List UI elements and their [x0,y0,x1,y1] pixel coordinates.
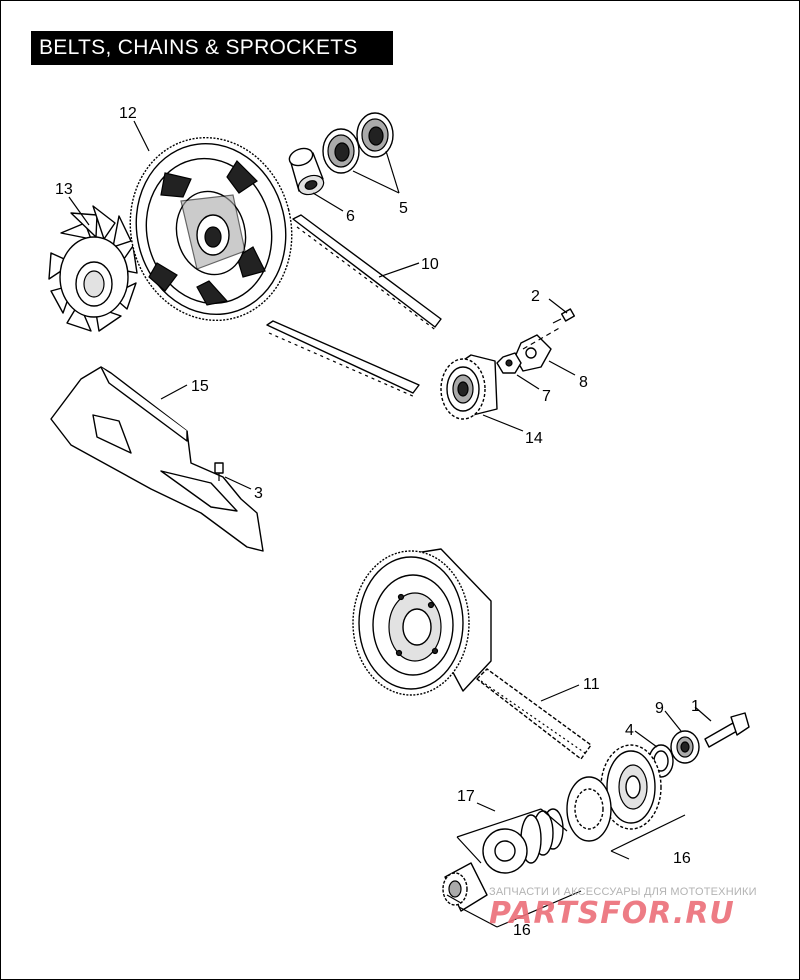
callout-16-upper: 16 [673,850,691,867]
part-5-bearings [322,112,394,174]
callout-10: 10 [421,256,439,273]
bracket-16-lower [446,890,582,928]
part-6-spacer [288,147,325,196]
part-10-belt [292,214,442,332]
part-3-screw [214,462,224,481]
bracket-16-upper [610,814,686,860]
callout-16-lower: 16 [513,922,531,939]
part-7-nut [496,352,522,374]
part-15-belt-guard [50,366,264,552]
callout-2: 2 [531,288,540,305]
page-title: BELTS, CHAINS & SPROCKETS [31,31,393,65]
callout-3: 3 [254,485,263,502]
part-1-bolt [704,712,750,748]
part-11-primary-chain [476,668,592,760]
bracket-17 [456,808,568,864]
part-13-fan [48,205,138,332]
callout-17: 17 [457,788,475,805]
part-8-lock-plate [514,334,552,372]
callout-7: 7 [542,388,551,405]
watermark-caption: ЗАПЧАСТИ И АКСЕССУАРЫ ДЛЯ МОТОТЕХНИКИ [489,886,757,898]
callout-9: 9 [655,700,664,717]
part-17-spring-pack [482,808,564,874]
part-16-slider-hub [442,862,488,912]
callout-15: 15 [191,378,209,395]
callout-13: 13 [55,181,73,198]
callout-5: 5 [399,200,408,217]
part-9-washer [670,730,700,764]
callout-6: 6 [346,208,355,225]
watermark-logo: PARTSFOR.RU [489,896,735,931]
clutch-assembly [352,548,492,696]
belt-lower-segment [266,320,420,398]
part-16-compensator-sprocket [566,744,662,842]
callout-8: 8 [579,374,588,391]
part-12-rear-pulley [129,136,293,322]
callout-12: 12 [119,105,137,122]
callout-4: 4 [625,722,634,739]
callout-11: 11 [583,676,600,693]
leader-lines [68,120,712,812]
callout-14: 14 [525,430,543,447]
part-14-transmission-sprocket [440,354,498,420]
callout-1: 1 [691,698,700,715]
